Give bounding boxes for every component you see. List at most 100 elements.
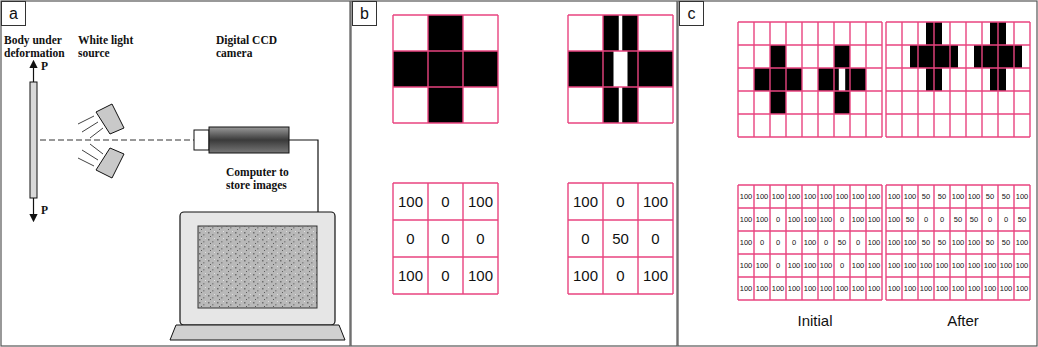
pixel-value: 100 (786, 208, 802, 231)
pixel-value: 100 (738, 231, 754, 254)
pixel-value: 100 (982, 254, 998, 277)
pixel-value: 100 (393, 183, 428, 220)
pixel-value: 100 (1014, 231, 1030, 254)
state-caption: After (918, 312, 1008, 329)
part-label: Body under deformation (4, 34, 70, 60)
part-label: Computer to store images (226, 166, 310, 192)
panel-frame (678, 1, 1037, 346)
pixel-value: 0 (834, 254, 850, 277)
pixel-value: 0 (770, 231, 786, 254)
pixel-value: 100 (950, 185, 966, 208)
pixel-value: 50 (834, 231, 850, 254)
pixel-value: 100 (866, 185, 882, 208)
pixel-value: 50 (998, 231, 1014, 254)
panel-frame (351, 1, 677, 346)
pixel-value: 100 (902, 231, 918, 254)
pixel-value: 0 (568, 220, 603, 257)
pixel-value: 100 (786, 277, 802, 300)
pixel-value: 100 (463, 183, 498, 220)
pixel-value: 0 (786, 231, 802, 254)
value-grid (886, 185, 1030, 300)
panel-frame (1, 1, 350, 346)
pixel-value: 0 (918, 208, 934, 231)
pixel-value: 50 (603, 220, 638, 257)
pixel-value: 50 (982, 231, 998, 254)
part-label: Digital CCD camera (216, 34, 298, 60)
pixel-value: 100 (966, 185, 982, 208)
pixel-value: 100 (818, 254, 834, 277)
pixel-image (754, 45, 866, 114)
pixel-value: 0 (770, 208, 786, 231)
pixel-value: 100 (802, 185, 818, 208)
pixel-value: 100 (966, 277, 982, 300)
pixel-value: 100 (754, 208, 770, 231)
pixel-value: 0 (770, 254, 786, 277)
panel-letter: b (360, 6, 369, 22)
pixel-value: 100 (866, 208, 882, 231)
pixel-value: 100 (918, 254, 934, 277)
panel-letter: a (9, 6, 18, 22)
pixel-image (393, 15, 498, 123)
pixel-value: 100 (886, 208, 902, 231)
pixel-value: 100 (1014, 185, 1030, 208)
line-of-sight (40, 140, 194, 141)
pixel-value: 100 (850, 208, 866, 231)
pixel-value: 100 (934, 277, 950, 300)
state-caption: Initial (770, 312, 860, 329)
value-grid (393, 183, 498, 294)
pixel-value: 100 (738, 254, 754, 277)
pixel-value: 100 (866, 277, 882, 300)
pixel-value: 0 (638, 220, 673, 257)
panel-letter-box: b (352, 1, 377, 26)
pixel-value: 100 (934, 254, 950, 277)
pixel-value: 100 (950, 254, 966, 277)
pixel-value: 100 (886, 277, 902, 300)
pixel-value: 100 (638, 183, 673, 220)
pixel-value: 100 (950, 277, 966, 300)
pixel-value: 100 (754, 277, 770, 300)
pixel-value: 100 (770, 185, 786, 208)
pixel-value: 50 (918, 231, 934, 254)
pixel-value: 0 (754, 231, 770, 254)
pixel-value: 100 (966, 254, 982, 277)
pixel-value: 100 (770, 277, 786, 300)
pixel-value: 100 (902, 254, 918, 277)
pixel-value: 50 (966, 208, 982, 231)
pixel-value: 100 (738, 208, 754, 231)
pixel-value: 100 (638, 257, 673, 294)
pixel-value: 100 (1014, 277, 1030, 300)
pixel-value: 100 (850, 277, 866, 300)
pixel-value: 0 (998, 208, 1014, 231)
pixel-value: 0 (428, 257, 463, 294)
computer-monitor (170, 212, 345, 340)
pixel-image (568, 15, 673, 123)
pixel-value: 100 (754, 254, 770, 277)
pixel-value: 100 (568, 183, 603, 220)
pixel-value: 100 (866, 254, 882, 277)
pixel-value: 100 (834, 185, 850, 208)
pixel-value: 100 (886, 254, 902, 277)
pixel-value: 100 (998, 254, 1014, 277)
pixel-value: 50 (998, 185, 1014, 208)
pixel-value: 100 (1014, 254, 1030, 277)
pixel-value: 0 (818, 231, 834, 254)
pixel-value: 0 (428, 183, 463, 220)
pixel-value: 100 (754, 185, 770, 208)
pixel-value: 50 (982, 185, 998, 208)
pixel-value: 100 (786, 254, 802, 277)
pixel-value: 100 (818, 277, 834, 300)
part-label: White light source (78, 34, 138, 60)
pixel-value: 100 (966, 231, 982, 254)
pixel-value: 100 (463, 257, 498, 294)
pixel-grid (568, 15, 673, 123)
pixel-value: 0 (603, 257, 638, 294)
pixel-value: 100 (998, 277, 1014, 300)
pixel-value: 100 (850, 185, 866, 208)
pixel-value: 100 (738, 277, 754, 300)
pixel-value: 0 (428, 220, 463, 257)
pixel-value: 0 (934, 208, 950, 231)
pixel-value: 100 (802, 231, 818, 254)
pixel-value: 100 (393, 257, 428, 294)
pixel-value: 100 (802, 277, 818, 300)
